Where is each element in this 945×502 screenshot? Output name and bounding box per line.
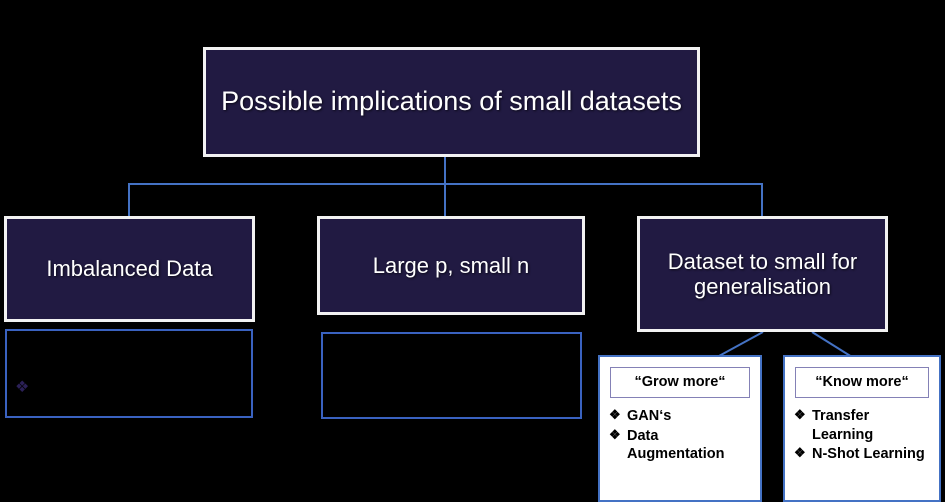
placeholder-imbalanced-notes[interactable]: ❖ — [5, 329, 253, 418]
list-item: ❖ Transfer Learning — [794, 407, 933, 444]
diamond-bullet-icon: ❖ — [794, 445, 806, 461]
list-item-label: N-Shot Learning — [812, 446, 925, 463]
list-item-label: Transfer Learning — [812, 408, 874, 443]
panel-know-more[interactable]: “Know more“ ❖ Transfer Learning ❖ N-Shot… — [783, 355, 941, 502]
panel-know-more-list: ❖ Transfer Learning ❖ N-Shot Learning — [785, 407, 939, 464]
placeholder-large-p-notes[interactable] — [321, 332, 582, 419]
diamond-bullet-icon: ❖ — [794, 407, 806, 422]
node-imbalanced-data[interactable]: Imbalanced Data — [4, 216, 255, 322]
panel-grow-more-title: “Grow more“ — [610, 367, 750, 398]
connector-drop-imbalanced — [128, 183, 130, 217]
node-imbalanced-data-label: Imbalanced Data — [46, 256, 213, 282]
panel-grow-more[interactable]: “Grow more“ ❖ GAN‘s ❖ Data Augmentation — [598, 355, 762, 502]
list-item: ❖ Data Augmentation — [609, 427, 754, 464]
list-item: ❖ N-Shot Learning — [794, 445, 933, 464]
diamond-bullet-icon: ❖ — [609, 407, 621, 422]
list-item-label: Data Augmentation — [627, 427, 725, 463]
connector-drop-large-p — [444, 183, 446, 217]
node-root[interactable]: Possible implications of small datasets — [203, 47, 700, 157]
connector-root-stem — [444, 157, 446, 185]
node-large-p-small-n-label: Large p, small n — [372, 252, 530, 278]
node-dataset-too-small-label: Dataset to small for generalisation — [667, 248, 858, 299]
list-item: ❖ GAN‘s — [609, 407, 754, 426]
panel-grow-more-list: ❖ GAN‘s ❖ Data Augmentation — [600, 407, 760, 464]
diamond-bullet-icon: ❖ — [15, 379, 30, 396]
node-dataset-too-small[interactable]: Dataset to small for generalisation — [637, 216, 888, 332]
node-root-label: Possible implications of small datasets — [221, 86, 682, 117]
node-large-p-small-n[interactable]: Large p, small n — [317, 216, 585, 315]
panel-know-more-title: “Know more“ — [795, 367, 929, 398]
connector-drop-dataset — [761, 183, 763, 217]
list-item-label: GAN‘s — [627, 408, 672, 424]
diamond-bullet-icon: ❖ — [609, 426, 621, 442]
